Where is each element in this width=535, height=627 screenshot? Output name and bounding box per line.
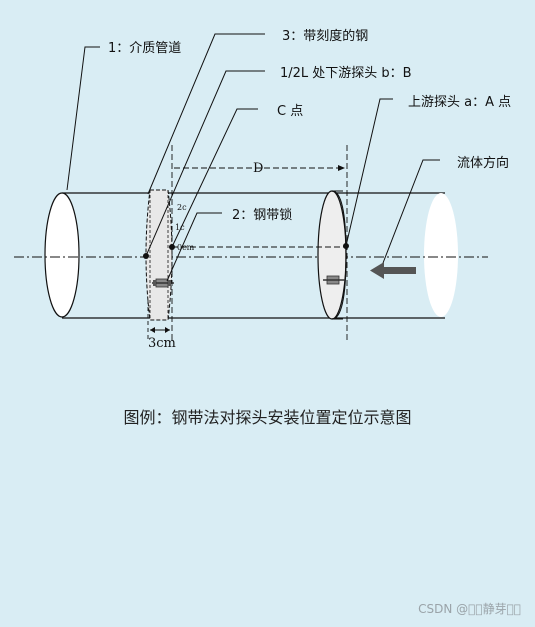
steel-lock <box>152 278 174 288</box>
label-steel-lock: 2：钢带锁 <box>232 207 292 223</box>
leader-scaled-steel <box>147 33 265 195</box>
leader-steel-lock <box>166 212 222 282</box>
leader-flow <box>382 159 440 264</box>
tick-1c: 1c <box>175 223 185 232</box>
pipe-left-end <box>44 192 80 318</box>
tick-2c: 2c <box>177 203 187 212</box>
label-point-c: C 点 <box>277 104 303 119</box>
distance-label: D <box>253 161 263 176</box>
width-label: 3cm <box>148 336 176 351</box>
leader-downstream <box>145 70 265 257</box>
flow-arrow <box>370 262 416 279</box>
distance-dimension: D <box>174 161 345 176</box>
label-medium-pipe: 1：介质管道 <box>108 41 181 56</box>
label-downstream-probe: 1/2L 处下游探头 b：B <box>280 66 412 81</box>
tick-0cm: 0cm <box>177 243 195 252</box>
pipe <box>44 192 458 319</box>
watermark: CSDN @  静芽   <box>418 602 521 616</box>
probe-ring-right <box>317 190 347 320</box>
steel-band-left <box>145 189 173 321</box>
figure-caption: 图例：钢带法对探头安装位置定位示意图 <box>123 408 412 427</box>
pipe-right-end <box>424 193 458 317</box>
leader-medium-pipe <box>66 46 100 191</box>
leader-point-c <box>171 108 258 248</box>
pipe-diagram: D 3cm 2c 1c 0cm 1：介质管 <box>14 28 511 351</box>
label-upstream-probe: 上游探头 a：A 点 <box>408 95 511 110</box>
leader-upstream <box>345 98 393 247</box>
label-scaled-steel: 3：带刻度的钢 <box>282 28 368 44</box>
label-flow-direction: 流体方向 <box>457 155 509 171</box>
width-dimension: 3cm <box>148 327 176 351</box>
